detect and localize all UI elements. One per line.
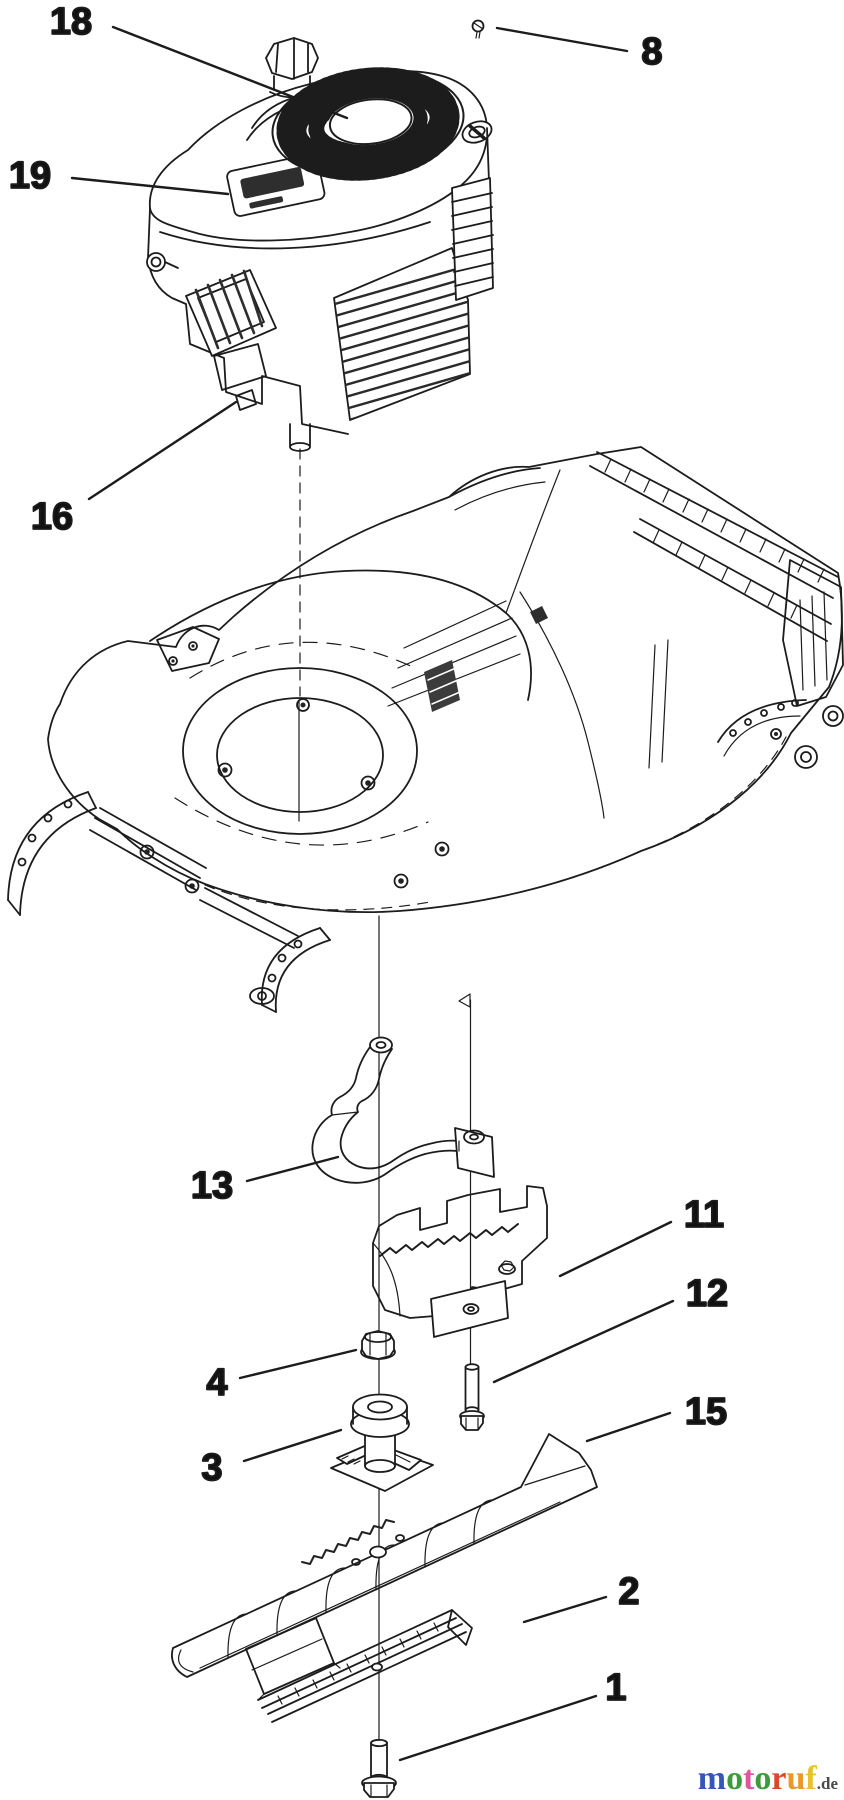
logo-letter-f: f: [805, 1760, 817, 1797]
logo-letter-o: o: [754, 1760, 772, 1797]
leader-line-12: [492, 1299, 675, 1384]
discharge-panel: [387, 600, 521, 712]
logo-letter-m: m: [697, 1760, 727, 1797]
logo-letter-r: r: [771, 1760, 787, 1797]
accelerator-plate-part2: [245, 1609, 473, 1723]
left-wheel-adjuster: [7, 791, 207, 916]
callout-3: 3: [201, 1447, 222, 1489]
logo-letter-t: t: [743, 1760, 755, 1797]
cylinder-fins: [451, 177, 494, 301]
engine-assembly: [146, 37, 494, 452]
control-cable: [519, 591, 605, 819]
leader-line-13: [245, 1155, 340, 1183]
callout-11: 11: [684, 1194, 724, 1236]
debris-shield-part11: [372, 1185, 548, 1338]
callout-13: 13: [191, 1165, 233, 1207]
leader-line-1: [398, 1694, 598, 1762]
logo-letter-u: u: [786, 1760, 806, 1797]
callout-18: 18: [50, 1, 92, 43]
motoruf-logo: motoruf.de: [698, 1762, 838, 1796]
leader-line-15: [585, 1411, 672, 1443]
logo-tld: .de: [816, 1774, 838, 1793]
leader-line-3: [242, 1428, 343, 1463]
height-adjuster-bracket: [648, 559, 844, 769]
diagram-linework: 18 8 19 16 13 11 12 4 3 15 2 1: [7, 0, 844, 1798]
callout-4: 4: [206, 1362, 227, 1404]
blade-nut-part4: [360, 1330, 396, 1360]
leader-line-8: [495, 26, 629, 53]
callout-8: 8: [641, 31, 662, 73]
muffler: [333, 247, 471, 421]
callout-layer: 18 8 19 16 13 11 12 4 3 15 2 1: [8, 0, 729, 1762]
front-mount-plate: [156, 626, 220, 672]
crankshaft-centerline: [298, 448, 472, 1743]
leader-line-11: [558, 1220, 673, 1278]
deck-bolts: [139, 762, 450, 894]
callout-2: 2: [618, 1571, 639, 1613]
brake-bracket-part13: [311, 1036, 495, 1184]
engine-decal: [226, 153, 326, 217]
leader-line-2: [522, 1595, 608, 1624]
leader-line-16: [87, 400, 238, 501]
flywheel-fan: [271, 67, 465, 181]
oil-cap: [461, 120, 493, 144]
blade-spindle-opening: [174, 641, 429, 846]
logo-wordmark: motoruf: [698, 1760, 817, 1797]
blade-adapter-part3: [330, 1393, 434, 1492]
leader-line-18: [111, 25, 349, 120]
mower-blade-part15: [171, 1433, 598, 1678]
shield-bolt-part12: [459, 1363, 485, 1431]
callout-19: 19: [9, 155, 51, 197]
callout-15: 15: [685, 1391, 727, 1433]
engine-screw-part8: [471, 19, 485, 39]
leader-line-19: [70, 176, 230, 196]
mower-deck: [7, 446, 844, 1013]
callout-12: 12: [686, 1273, 728, 1315]
blade-bolt-part1: [361, 1738, 397, 1798]
callout-16: 16: [31, 496, 73, 538]
callout-1: 1: [605, 1667, 626, 1709]
front-wheel-adjuster: [199, 887, 331, 1013]
leader-line-4: [238, 1348, 358, 1380]
logo-letter-o: o: [726, 1760, 744, 1797]
air-filter-box: [185, 269, 277, 357]
